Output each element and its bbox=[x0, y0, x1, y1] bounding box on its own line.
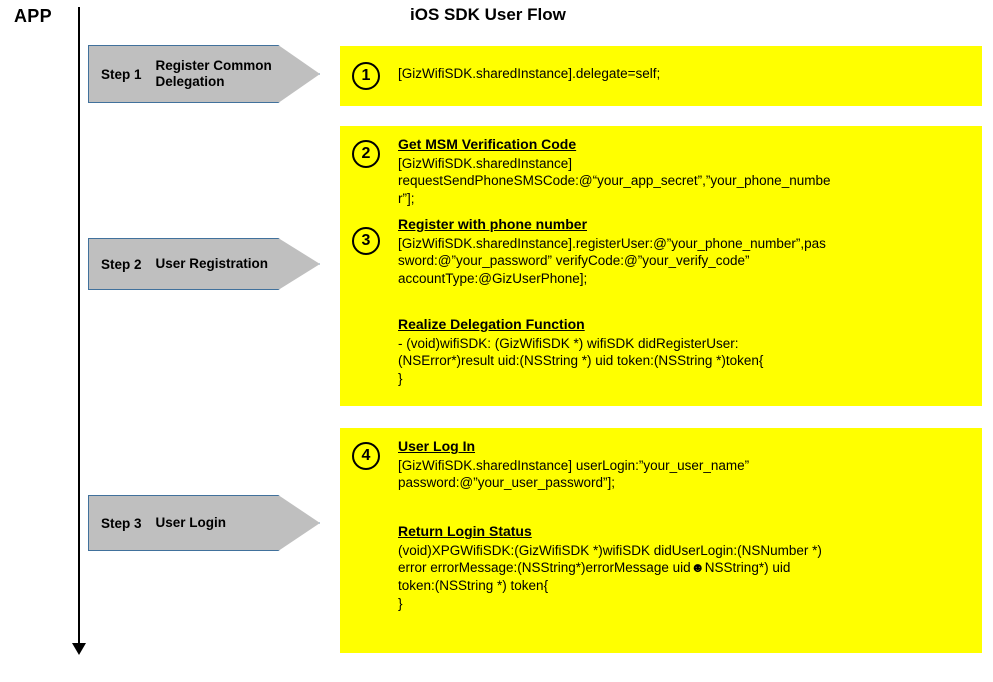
code-block-heading-delegation-function: Realize Delegation Function bbox=[398, 316, 585, 332]
app-lane-label: APP bbox=[14, 6, 52, 26]
code-block-return-login-status: Return Login Status (void)XPGWifiSDK:(Gi… bbox=[398, 523, 972, 613]
code-block-heading-get-sms-code: Get MSM Verification Code bbox=[398, 136, 577, 152]
step-badge-1: 1 bbox=[352, 62, 380, 90]
code-snippet-delegation-function: - (void)wifiSDK: (GizWifiSDK *) wifiSDK … bbox=[398, 335, 764, 387]
code-block-register-phone: Register with phone number [GizWifiSDK.s… bbox=[398, 216, 972, 288]
step-badge-2: 2 bbox=[352, 140, 380, 168]
step-arrow-2: Step 2 User Registration bbox=[88, 238, 320, 290]
page-title: iOS SDK User Flow bbox=[410, 5, 566, 24]
step-arrow-3-title: User Login bbox=[155, 515, 227, 531]
step-arrow-2-title: User Registration bbox=[155, 256, 269, 272]
step-badge-4: 4 bbox=[352, 442, 380, 470]
code-panel-2: 2 Get MSM Verification Code [GizWifiSDK.… bbox=[340, 126, 982, 406]
code-block-user-login: User Log In [GizWifiSDK.sharedInstance] … bbox=[398, 438, 972, 492]
code-snippet-user-login: [GizWifiSDK.sharedInstance] userLogin:”y… bbox=[398, 457, 750, 491]
code-block-heading-return-login-status: Return Login Status bbox=[398, 523, 532, 539]
step-arrow-1-number: Step 1 bbox=[101, 66, 142, 82]
step-arrow-3-number: Step 3 bbox=[101, 515, 142, 531]
code-block-get-sms-code: Get MSM Verification Code [GizWifiSDK.sh… bbox=[398, 136, 972, 208]
code-snippet-register-phone: [GizWifiSDK.sharedInstance].registerUser… bbox=[398, 235, 826, 287]
code-block-heading-register-phone: Register with phone number bbox=[398, 216, 588, 232]
step-arrow-3: Step 3 User Login bbox=[88, 495, 320, 551]
code-snippet-get-sms-code: [GizWifiSDK.sharedInstance] requestSendP… bbox=[398, 155, 831, 207]
app-lifeline-arrow-icon bbox=[72, 643, 86, 655]
step-arrow-2-number: Step 2 bbox=[101, 256, 142, 272]
step-badge-3: 3 bbox=[352, 227, 380, 255]
step-arrow-1: Step 1 Register Common Delegation bbox=[88, 45, 320, 103]
code-block-delegation-function: Realize Delegation Function - (void)wifi… bbox=[398, 316, 972, 388]
code-snippet-return-login-status: (void)XPGWifiSDK:(GizWifiSDK *)wifiSDK d… bbox=[398, 542, 822, 611]
step-arrow-1-title: Register Common Delegation bbox=[155, 58, 272, 89]
code-snippet-1: [GizWifiSDK.sharedInstance].delegate=sel… bbox=[398, 66, 661, 81]
app-lifeline bbox=[78, 7, 80, 645]
code-block-heading-user-login: User Log In bbox=[398, 438, 476, 454]
code-panel-3: 4 User Log In [GizWifiSDK.sharedInstance… bbox=[340, 428, 982, 653]
code-panel-1: 1 [GizWifiSDK.sharedInstance].delegate=s… bbox=[340, 46, 982, 106]
